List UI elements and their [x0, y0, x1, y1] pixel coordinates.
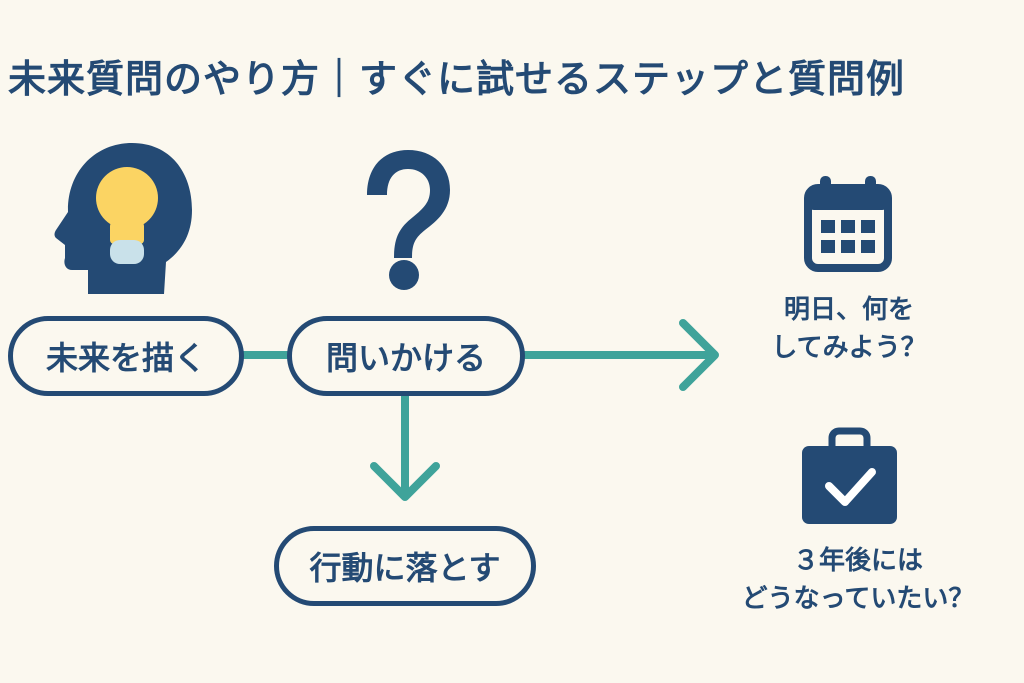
example-three-years-line2: どうなっていたい？: [741, 584, 975, 614]
example-tomorrow-line1: 明日、何を: [783, 295, 914, 325]
step-ask: 問いかける: [287, 316, 525, 396]
question-mark-icon: [367, 150, 450, 290]
step-act: 行動に落とす: [274, 526, 536, 606]
calendar-icon: [804, 176, 892, 272]
arrow-down-head: [370, 462, 440, 501]
example-question-tomorrow: 明日、何を してみよう？: [750, 291, 948, 367]
step-envision: 未来を描く: [8, 316, 244, 396]
arrow-right-head: [679, 319, 719, 391]
head-with-lightbulb-icon: [54, 143, 192, 294]
page-title: 未来質問のやり方｜すぐに試せるステップと質問例: [8, 57, 906, 101]
step-ask-label: 問いかける: [325, 339, 486, 377]
briefcase-check-icon: [802, 427, 897, 524]
example-tomorrow-line2: してみよう？: [771, 333, 927, 363]
step-act-label: 行動に落とす: [309, 549, 501, 587]
example-question-three-years: ３年後には どうなっていたい？: [728, 542, 988, 618]
example-three-years-line1: ３年後には: [792, 546, 923, 576]
step-envision-label: 未来を描く: [45, 339, 206, 377]
